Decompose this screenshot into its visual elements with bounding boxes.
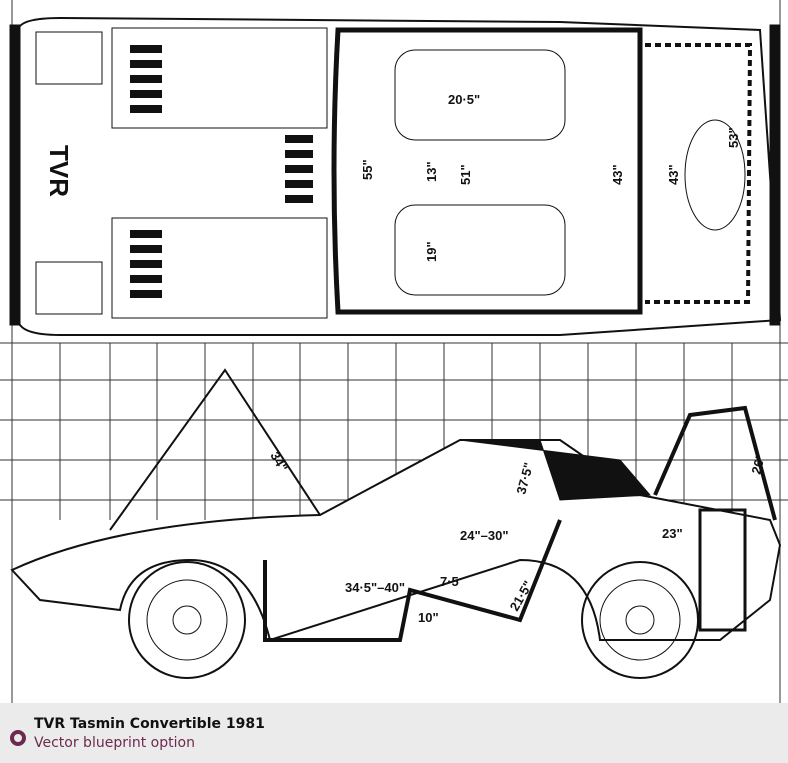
side-dimensions: 34" 37·5" 26" 24"–30" 23" 34·5"–40" 7·5 …	[267, 449, 768, 625]
svg-text:7·5: 7·5	[440, 574, 459, 589]
caption-subtitle[interactable]: Vector blueprint option	[34, 735, 195, 751]
option-radio-icon[interactable]	[10, 730, 26, 746]
caption-title[interactable]: TVR Tasmin Convertible 1981	[34, 716, 265, 732]
svg-text:43": 43"	[610, 164, 625, 185]
tvr-logo: TVR	[44, 145, 74, 197]
svg-text:34": 34"	[267, 449, 290, 474]
car-blueprint: TVR 20·5" 55" 13" 51" 43" 43" 53" 19" 34…	[0, 0, 788, 703]
svg-text:26": 26"	[748, 452, 768, 476]
svg-text:55": 55"	[360, 159, 375, 180]
vent-slats	[130, 45, 313, 298]
svg-text:10": 10"	[418, 610, 439, 625]
svg-text:53": 53"	[726, 127, 741, 148]
svg-text:19": 19"	[424, 241, 439, 262]
svg-text:51": 51"	[458, 164, 473, 185]
svg-text:23": 23"	[662, 526, 683, 541]
svg-text:13": 13"	[424, 161, 439, 182]
svg-text:43": 43"	[666, 164, 681, 185]
svg-text:20·5": 20·5"	[448, 92, 480, 107]
caption-bar: TVR Tasmin Convertible 1981 Vector bluep…	[0, 703, 788, 763]
svg-text:34·5"–40": 34·5"–40"	[345, 580, 405, 595]
svg-text:24"–30": 24"–30"	[460, 528, 508, 543]
side-view	[10, 368, 782, 679]
top-view	[9, 16, 782, 336]
top-dimensions: 20·5" 55" 13" 51" 43" 43" 53" 19"	[360, 92, 741, 262]
